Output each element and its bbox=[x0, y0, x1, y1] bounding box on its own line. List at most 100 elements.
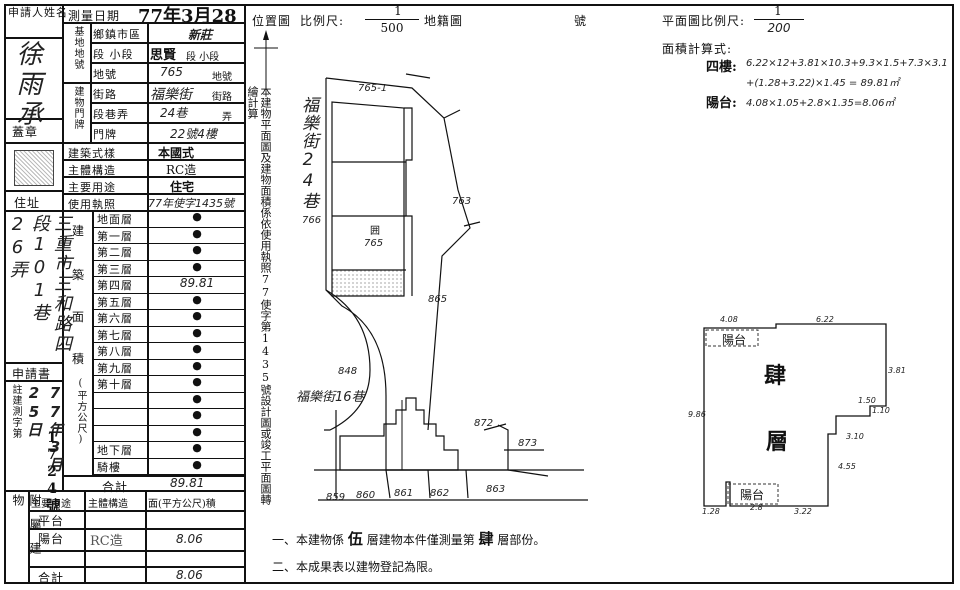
floor-row-name: 騎樓 bbox=[97, 460, 121, 474]
plan-scale-label: 平面圖比例尺: bbox=[662, 14, 746, 28]
application-label: 申請書 bbox=[12, 367, 52, 381]
floor-row-value: ● bbox=[192, 210, 202, 223]
plan-scale-num: 1 bbox=[774, 4, 782, 18]
applicant-address: 三重市三和路四段101巷26弄 bbox=[7, 214, 72, 354]
floor-row-value: ● bbox=[192, 391, 202, 405]
floor-row-value: ● bbox=[192, 424, 202, 438]
floor-row-rule bbox=[92, 276, 244, 277]
building-mark: 囲 bbox=[370, 226, 380, 237]
structure-label: 主體構造 bbox=[68, 164, 116, 177]
location-scale-label: 比例尺: bbox=[300, 14, 345, 28]
area-calc-label: 面積計算式: bbox=[662, 42, 733, 56]
lot-862: 862 bbox=[430, 488, 450, 499]
floor-row-name: 第六層 bbox=[97, 312, 133, 325]
location-map bbox=[254, 30, 588, 501]
dim-9-86: 9.86 bbox=[688, 410, 706, 419]
annex-total-label: 合計 bbox=[38, 571, 65, 585]
floor-row-name: 第五層 bbox=[97, 295, 133, 309]
lot-861: 861 bbox=[394, 488, 414, 499]
application-number: 1724號 bbox=[44, 430, 60, 513]
district-value: 新莊 bbox=[188, 28, 213, 42]
lot-859: 859 bbox=[326, 492, 346, 503]
balcony-formula: 4.08×1.05+2.8×1.35=8.06㎡ bbox=[746, 98, 895, 109]
note1-mid: 層建物本件僅測量第 bbox=[366, 533, 475, 547]
note-1: 一、本建物係 伍 層建物本件僅測量第 肆 層部份。 bbox=[272, 528, 545, 549]
lane-suffix: 弄 bbox=[222, 112, 232, 123]
lot-873: 873 bbox=[518, 438, 538, 449]
lot-863: 863 bbox=[486, 484, 506, 495]
lot-848: 848 bbox=[338, 366, 358, 377]
door-value: 22號4樓 bbox=[170, 127, 217, 141]
floors-total: 89.81 bbox=[170, 476, 205, 490]
annex-use-header: 主要用途 bbox=[31, 499, 71, 510]
floor-formula-1: 6.22×12+3.81×10.3+9.3×1.5+7.3×3.1 bbox=[746, 58, 948, 69]
annex-area-header: 面(平方公尺)積 bbox=[148, 499, 216, 510]
location-map-title: 位置圖 bbox=[252, 14, 292, 28]
application-number-label: 註建測字第 bbox=[10, 384, 21, 439]
annex-struct-header: 主體構造 bbox=[88, 499, 128, 510]
section-value: 思賢 bbox=[150, 48, 177, 63]
location-scale-num: 1 bbox=[394, 4, 402, 18]
floor-row-rule bbox=[92, 375, 244, 376]
floors-label-d: 積 bbox=[72, 352, 85, 366]
use-label: 主要用途 bbox=[68, 181, 116, 194]
applicant-label: 申請人姓名 bbox=[8, 6, 68, 19]
balcony-top-label: 陽台 bbox=[722, 333, 747, 347]
style-value: 本國式 bbox=[158, 146, 195, 160]
floor-row-rule bbox=[92, 391, 244, 393]
floor-row-rule bbox=[92, 292, 244, 294]
lot-865: 865 bbox=[428, 294, 448, 305]
floors-label-a: 建 bbox=[72, 224, 85, 238]
lot-872: 872 bbox=[474, 418, 494, 429]
survey-date-label: 測量日期 bbox=[68, 9, 121, 23]
structure-value: RC造 bbox=[166, 163, 197, 177]
floor-row-value: 89.81 bbox=[179, 276, 215, 290]
street-suffix: 街路 bbox=[212, 92, 232, 103]
floor-row-rule bbox=[92, 259, 244, 261]
seal-stamp bbox=[14, 150, 54, 186]
floor-row-value: ● bbox=[192, 342, 202, 355]
dim-3-81: 3.81 bbox=[888, 366, 906, 375]
floor-row-rule bbox=[92, 424, 244, 426]
floor-row-rule bbox=[92, 325, 244, 327]
floor-calc-label: 四樓: bbox=[706, 60, 737, 75]
lot-766: 766 bbox=[302, 215, 322, 226]
floor-row-value: ● bbox=[192, 441, 202, 454]
dim-1-50: 1.50 bbox=[858, 396, 876, 405]
balcony-bottom-label: 陽台 bbox=[740, 488, 765, 502]
floor-row-rule bbox=[92, 226, 244, 228]
street-value: 福樂街 bbox=[150, 87, 192, 103]
floor-row-name: 地面層 bbox=[97, 213, 133, 226]
floor-row-value: ● bbox=[192, 408, 202, 421]
use-value: 住宅 bbox=[170, 180, 195, 194]
street-bottom-label: 福樂街16巷 bbox=[296, 390, 365, 405]
applicant-name: 徐雨承 bbox=[12, 40, 42, 130]
annex-row-use: 陽台 bbox=[38, 532, 65, 546]
note1-suffix: 層部份。 bbox=[497, 533, 546, 547]
floor-row-name: 第二層 bbox=[97, 246, 133, 259]
lot-765-1: 765-1 bbox=[358, 83, 388, 94]
annex-label: 附屬建物 bbox=[11, 494, 42, 566]
balcony-calc-label: 陽台: bbox=[706, 96, 737, 111]
sheet-label: 號 bbox=[574, 14, 588, 28]
floors-unit: (平方公尺) bbox=[75, 378, 86, 446]
dim-1-28: 1.28 bbox=[702, 507, 720, 516]
floor-row-value: ● bbox=[192, 457, 202, 471]
street-label: 街路 bbox=[93, 88, 117, 101]
note1-floors: 伍 bbox=[347, 530, 363, 548]
vertical-note: 本建物平面圖及建物面積係依使用執照77使字第1435號設計圖或竣工平面圖轉繪計算 bbox=[246, 86, 272, 505]
door-label: 門牌 bbox=[93, 128, 117, 141]
note1-floor: 肆 bbox=[478, 530, 494, 548]
floor-row-rule bbox=[92, 358, 244, 360]
annex-total: 8.06 bbox=[176, 568, 203, 582]
plan-scale-den: 200 bbox=[767, 21, 791, 35]
floor-row-value: ● bbox=[192, 243, 202, 256]
floor-row-name: 第九層 bbox=[97, 361, 133, 375]
floor-row-name: 第三層 bbox=[97, 262, 133, 276]
survey-date-value: 77年3月28 bbox=[138, 6, 237, 27]
floor-formula-2: +(1.28+3.22)×1.45 = 89.81㎡ bbox=[746, 78, 900, 89]
section-label: 段 小段 bbox=[93, 48, 134, 61]
floor-row-rule bbox=[92, 243, 244, 244]
floor-char-2: 層 bbox=[766, 429, 789, 455]
lot-860: 860 bbox=[356, 490, 376, 501]
